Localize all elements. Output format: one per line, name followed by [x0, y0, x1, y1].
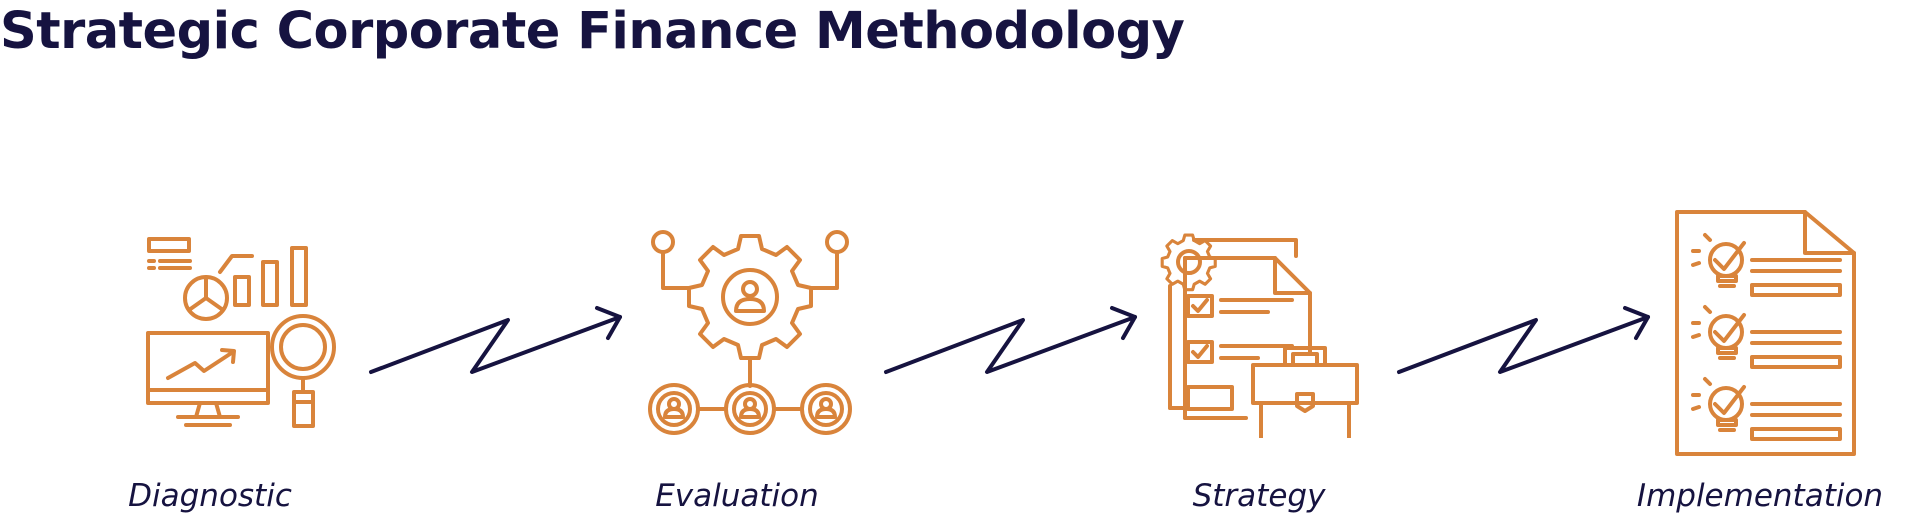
page-title: Strategic Corporate Finance Methodology	[0, 2, 1185, 61]
step-label-evaluation: Evaluation	[655, 478, 819, 514]
step-label-diagnostic: Diagnostic	[128, 478, 292, 514]
zigzag-arrow-icon	[1393, 300, 1653, 380]
checklist-lightbulb-document-icon	[1670, 205, 1860, 461]
analytics-magnifier-icon	[140, 230, 340, 430]
step-label-strategy: Strategy	[1192, 478, 1326, 514]
zigzag-arrow-icon	[365, 300, 625, 380]
document-briefcase-gear-icon	[1158, 228, 1368, 438]
zigzag-arrow-icon	[880, 300, 1140, 380]
gear-network-people-icon	[645, 228, 855, 438]
step-label-implementation: Implementation	[1636, 478, 1884, 514]
